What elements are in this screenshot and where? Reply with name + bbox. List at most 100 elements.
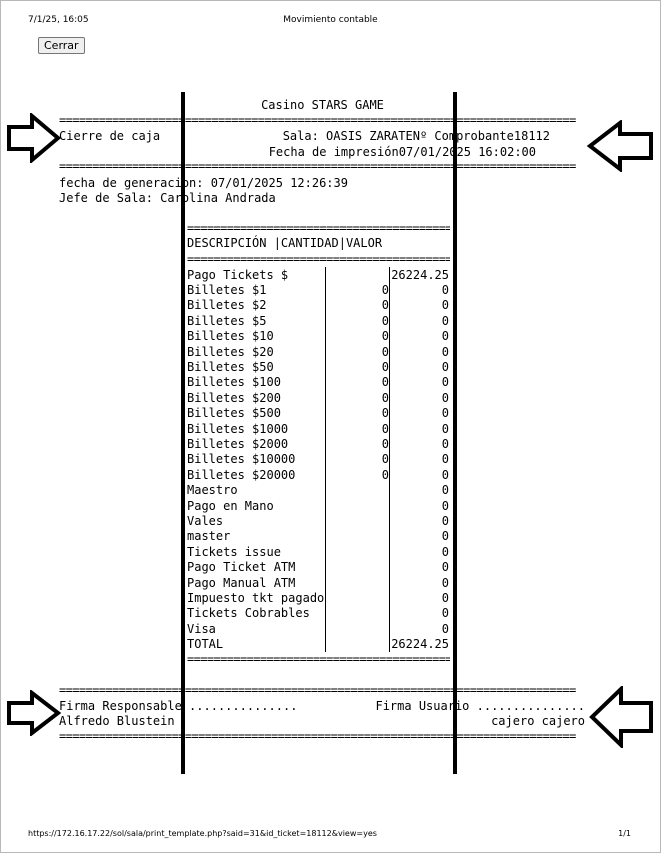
- row-quantity: [325, 605, 390, 621]
- row-value: 0: [441, 575, 449, 590]
- table-row: Impuesto tkt pagado 0: [187, 590, 449, 606]
- arrow-left-icon: [589, 686, 653, 748]
- row-quantity: [325, 620, 390, 637]
- row-description: Billetes $1000: [187, 420, 326, 437]
- row-description: Billetes $100: [187, 374, 326, 391]
- row-description: Tickets Cobrables: [187, 605, 326, 621]
- row-value: 0: [441, 590, 449, 605]
- row-description: Visa: [187, 620, 326, 637]
- row-value: 0: [441, 452, 449, 467]
- table-header: DESCRIPCIÓN |CANTIDAD|VALOR: [187, 236, 383, 250]
- row-quantity: [325, 544, 390, 560]
- row-description: Tickets issue: [187, 544, 326, 560]
- row-description: Billetes $5: [187, 313, 326, 329]
- row-description: Billetes $200: [187, 390, 326, 406]
- row-value: 0: [441, 498, 449, 513]
- row-description: Billetes $10000: [187, 451, 326, 468]
- table-row: Pago en Mano 0: [187, 497, 449, 514]
- row-quantity: [325, 267, 390, 283]
- responsable-name: Alfredo Blustein: [59, 714, 175, 728]
- arrow-right-icon: [7, 113, 62, 163]
- separator-table-header: ========================================…: [187, 252, 450, 266]
- page-number: 1/1: [618, 829, 631, 838]
- row-description: Billetes $1: [187, 282, 326, 298]
- row-description: TOTAL: [187, 636, 326, 652]
- separator-signatures-top: ========================================…: [59, 683, 576, 697]
- casino-name: Casino STARS GAME: [261, 98, 384, 112]
- row-description: Billetes $10: [187, 328, 326, 344]
- table-row: Pago Tickets $26224.25: [187, 267, 449, 283]
- row-quantity: 0: [325, 390, 390, 406]
- separator-table-bottom: ========================================…: [187, 652, 450, 666]
- print-datetime: 7/1/25, 16:05: [28, 15, 89, 25]
- row-quantity: [325, 497, 390, 514]
- row-description: Pago Manual ATM: [187, 574, 326, 591]
- row-value: 0: [441, 560, 449, 575]
- row-value: 0: [441, 360, 449, 375]
- row-quantity: 0: [325, 343, 390, 360]
- table-row: TOTAL 26224.25: [187, 636, 449, 652]
- row-quantity: 0: [325, 467, 390, 483]
- row-value: 0: [441, 606, 449, 621]
- row-quantity: 0: [325, 405, 390, 421]
- row-value: 0: [441, 375, 449, 390]
- row-description: Impuesto tkt pagado: [187, 590, 326, 606]
- separator-table-top: ========================================…: [187, 221, 450, 235]
- report-title: Cierre de caja: [59, 129, 161, 143]
- row-description: Billetes $20: [187, 343, 326, 360]
- page-title: Movimiento contable: [283, 15, 378, 25]
- arrow-left-icon: [586, 120, 653, 172]
- row-value: 26224.25: [391, 637, 449, 652]
- row-quantity: 0: [325, 313, 390, 329]
- separator-header-bottom: ========================================…: [59, 159, 576, 173]
- print-date-line: Fecha de impresión07/01/2025 16:02:00: [268, 145, 536, 159]
- separator-signatures-bottom: ========================================…: [59, 729, 576, 743]
- row-quantity: [325, 482, 390, 498]
- row-description: Maestro: [187, 482, 326, 498]
- jefe-de-sala: Jefe de Sala: Carolina Andrada: [59, 191, 276, 205]
- row-description: Pago Tickets $: [187, 267, 326, 283]
- row-value: 0: [441, 621, 449, 636]
- row-quantity: [325, 528, 390, 545]
- row-quantity: 0: [325, 451, 390, 468]
- row-quantity: 0: [325, 436, 390, 452]
- close-button[interactable]: Cerrar: [38, 37, 85, 54]
- page-url: https://172.16.17.22/sol/sala/print_temp…: [28, 829, 377, 838]
- row-value: 0: [441, 436, 449, 451]
- sala-comprobante: Sala: OASIS ZARATENº Comprobante18112: [282, 129, 550, 143]
- table-row: Visa 0: [187, 620, 449, 637]
- row-value: 0: [441, 513, 449, 528]
- row-description: master: [187, 528, 326, 545]
- row-value: 0: [441, 329, 449, 344]
- arrow-right-icon: [7, 690, 62, 736]
- row-value: 0: [441, 298, 449, 313]
- row-value: 0: [441, 390, 449, 405]
- row-value: 0: [441, 483, 449, 498]
- row-quantity: [325, 590, 390, 606]
- row-value: 0: [441, 344, 449, 359]
- row-value: 0: [441, 283, 449, 298]
- row-quantity: 0: [325, 374, 390, 391]
- row-quantity: 0: [325, 328, 390, 344]
- row-description: Billetes $20000: [187, 467, 326, 483]
- marker-line-right: [453, 92, 457, 774]
- generation-date: fecha de generacion: 07/01/2025 12:26:39: [59, 176, 348, 190]
- row-description: Billetes $2: [187, 297, 326, 314]
- row-description: Billetes $500: [187, 405, 326, 421]
- row-description: Pago en Mano: [187, 497, 326, 514]
- row-value: 0: [441, 421, 449, 436]
